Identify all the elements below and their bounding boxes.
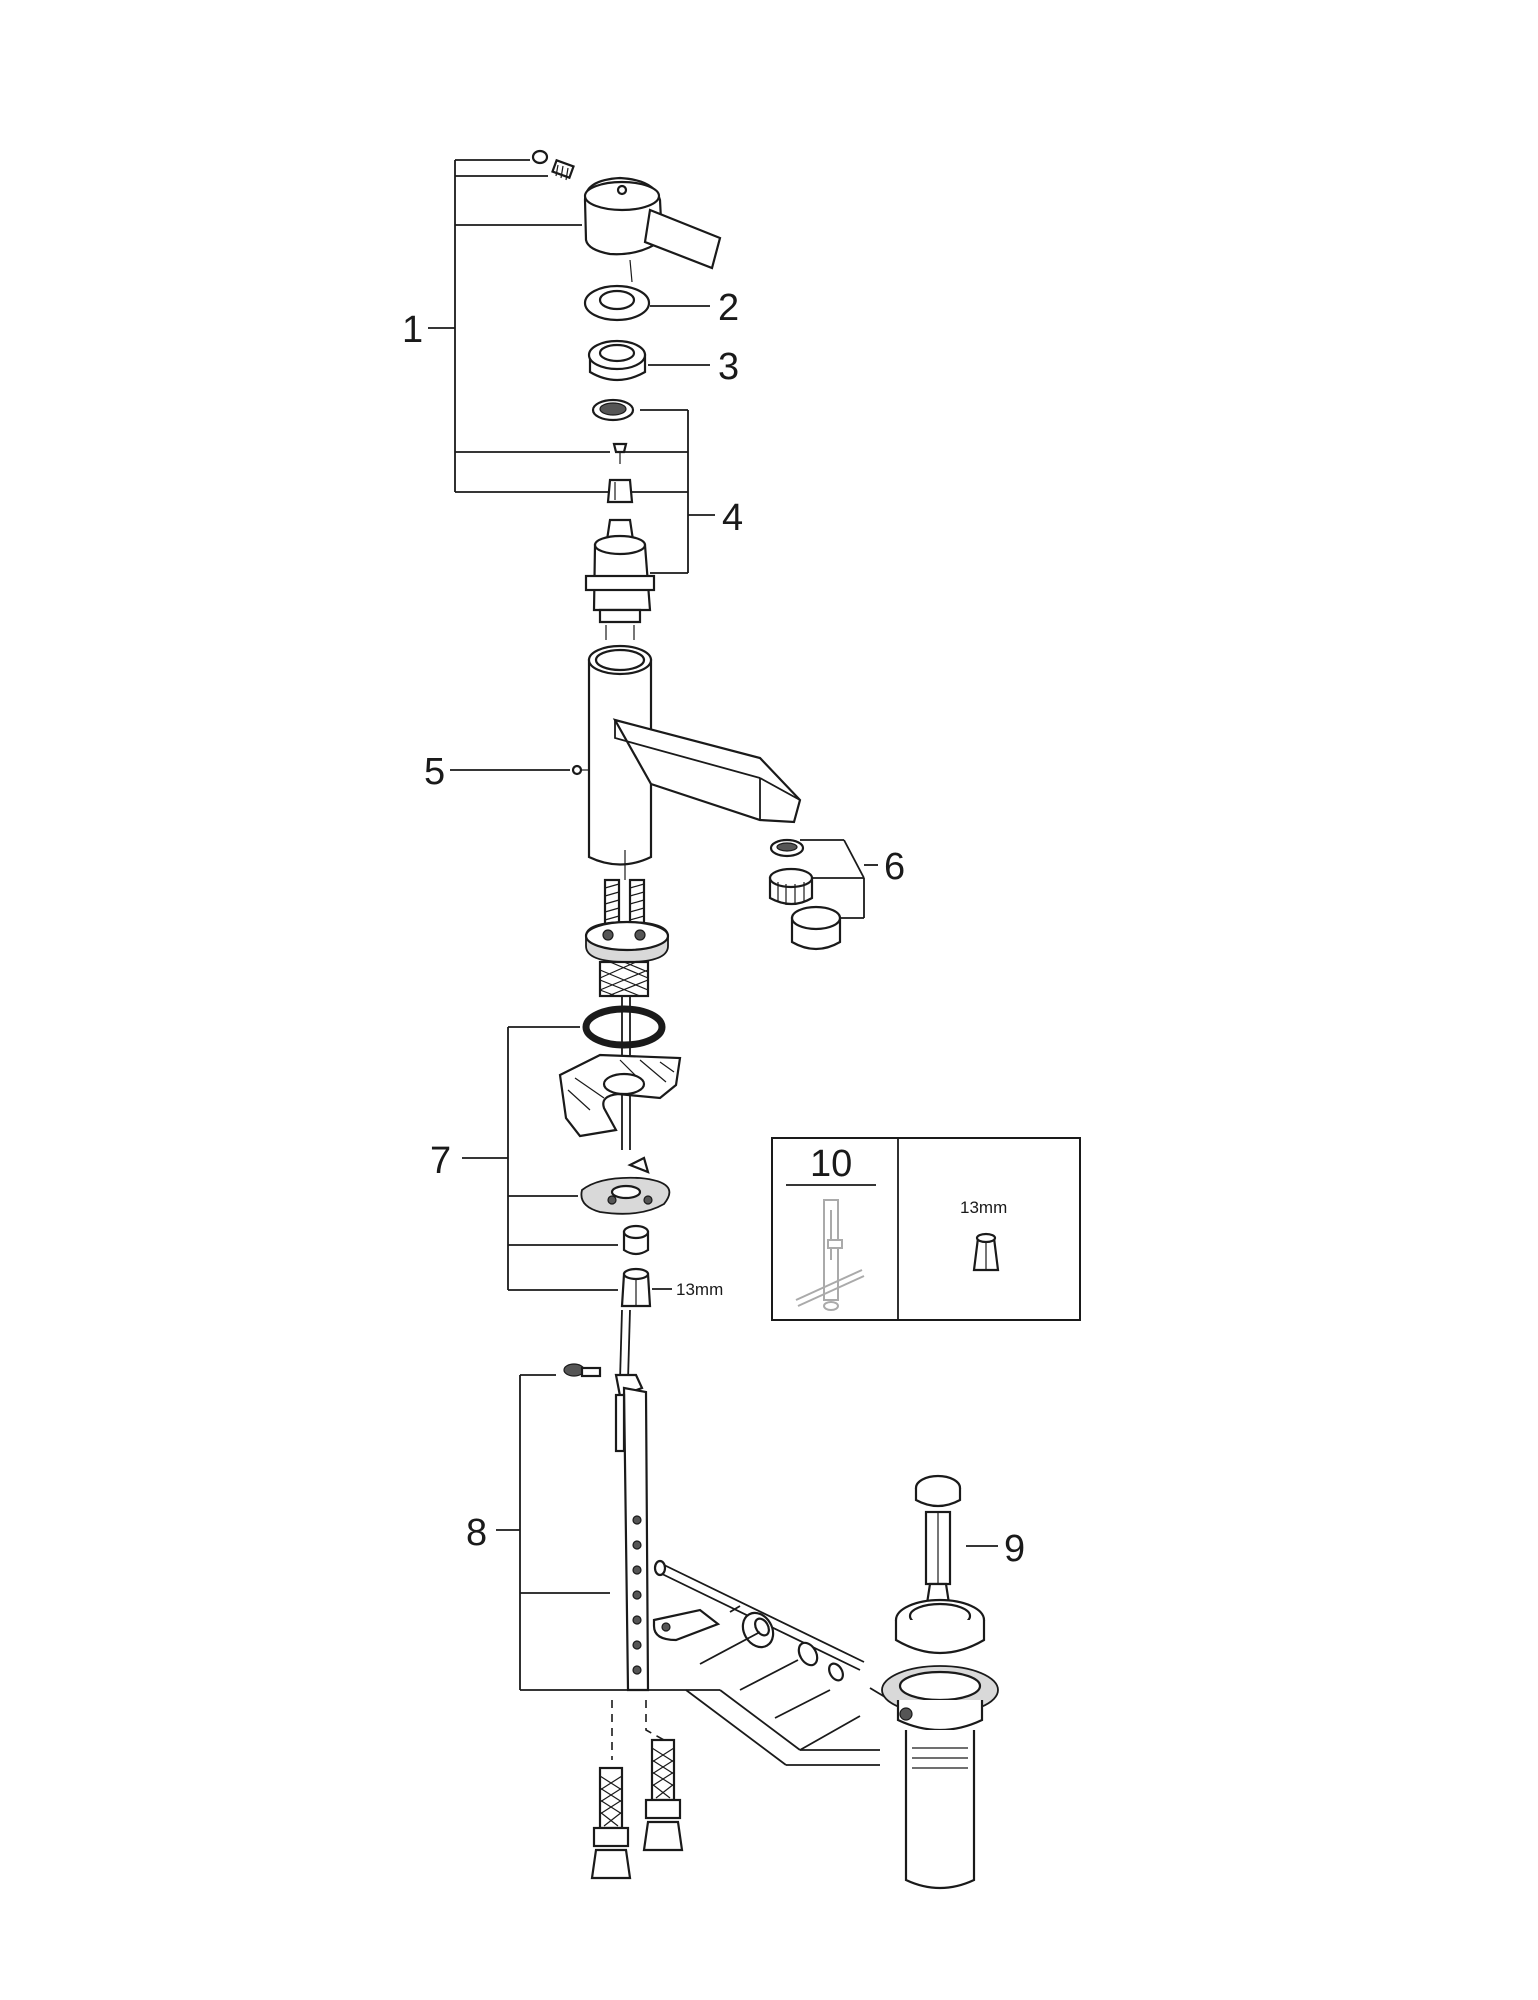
clevis-strap-icon bbox=[614, 1373, 650, 1692]
aerator-washer-icon bbox=[769, 838, 805, 858]
cover-ring-icon bbox=[583, 284, 710, 322]
wrench-size-label: 13mm bbox=[676, 1280, 723, 1299]
adapter-icon bbox=[606, 478, 634, 504]
callout-5: 5 bbox=[424, 751, 445, 793]
callout-2: 2 bbox=[718, 287, 739, 329]
faucet-body-icon bbox=[450, 644, 802, 880]
aerator-insert-icon bbox=[768, 867, 814, 906]
popup-drain-icon bbox=[881, 1474, 999, 1890]
cartridge-nut-icon bbox=[587, 339, 710, 382]
callout-1-bracket bbox=[428, 159, 610, 493]
supply-hoses-icon bbox=[590, 1700, 684, 1880]
tool-nut-icon bbox=[972, 1232, 1000, 1272]
aerator-housing-icon bbox=[790, 905, 842, 951]
callout-7-bracket bbox=[462, 1026, 618, 1291]
handle-lever-icon bbox=[583, 176, 722, 283]
pivot-rod-leader-lines bbox=[685, 1631, 880, 1766]
seal-ring-icon bbox=[591, 398, 635, 422]
callout-4-bracket bbox=[625, 409, 715, 574]
lift-rod-icon bbox=[619, 1309, 631, 1381]
thumb-screw-icon bbox=[563, 1363, 602, 1378]
callout-8-bracket bbox=[496, 1374, 686, 1691]
callout-1: 1 bbox=[402, 309, 423, 351]
fixing-bracket-icon bbox=[580, 1156, 671, 1215]
grub-screw-icon bbox=[531, 149, 575, 181]
callout-8: 8 bbox=[466, 1512, 487, 1554]
cartridge-screw-icon bbox=[612, 442, 628, 464]
tool-wrench-size-label: 13mm bbox=[960, 1198, 1007, 1217]
washer-nut-icon bbox=[622, 1224, 650, 1256]
gasket-icon bbox=[558, 1053, 682, 1138]
pivot-rod-icon bbox=[652, 1559, 911, 1711]
callout-4: 4 bbox=[722, 497, 743, 539]
callout-10: 10 bbox=[810, 1143, 852, 1185]
mounting-plate-icon bbox=[584, 920, 670, 963]
hose-connector-icon bbox=[598, 960, 650, 1150]
callout-7: 7 bbox=[430, 1140, 451, 1182]
o-ring-icon bbox=[582, 1005, 666, 1049]
wrench-tool-icon bbox=[795, 1199, 865, 1311]
callout-9: 9 bbox=[1004, 1528, 1025, 1570]
cartridge-icon bbox=[584, 518, 656, 640]
callout-3: 3 bbox=[718, 346, 739, 388]
callout-6: 6 bbox=[884, 846, 905, 888]
hex-nut-icon bbox=[620, 1267, 672, 1308]
